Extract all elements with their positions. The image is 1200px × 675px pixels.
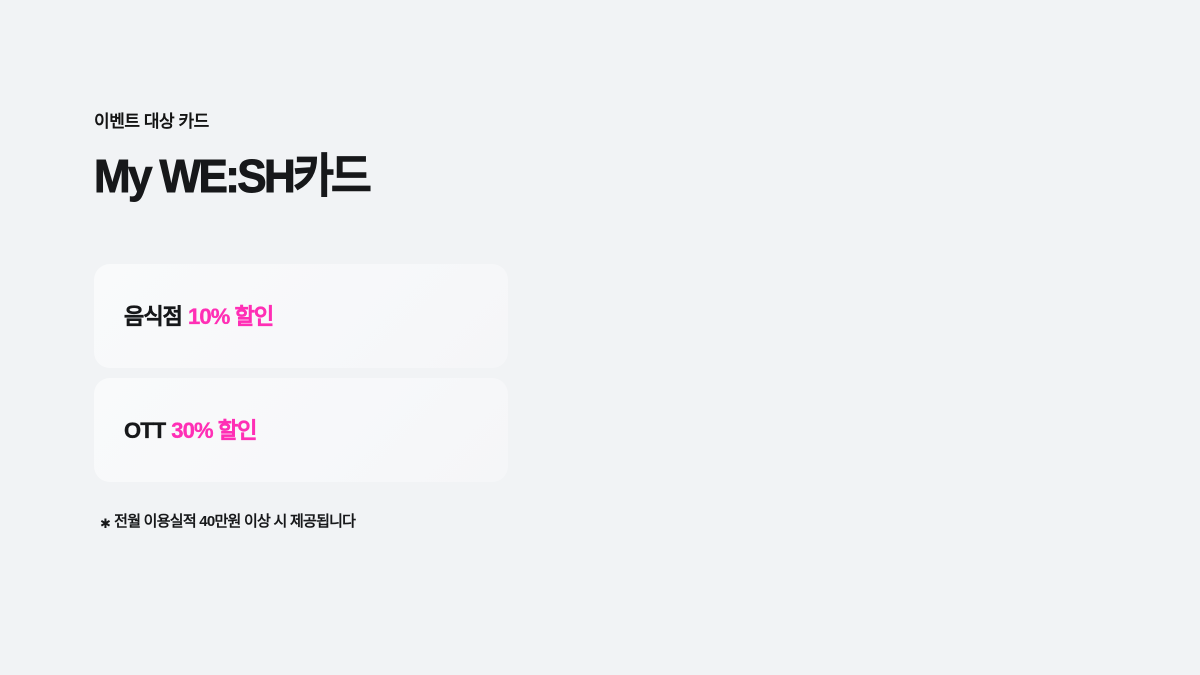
asterisk-icon: ✱ [100,516,111,532]
eyebrow-label: 이벤트 대상 카드 [94,112,209,131]
benefit-accent: 10% 할인 [188,303,274,329]
footnote: ✱ 전월 이용실적 40만원 이상 시 제공됩니다 [100,513,614,532]
benefit-label: 음식점 [124,303,183,329]
page-title: My WE:SH카드 [94,151,372,204]
benefit-accent: 30% 할인 [171,417,257,443]
benefit-label: OTT [124,417,167,443]
footnote-text: 전월 이용실적 40만원 이상 시 제공됩니다 [114,513,356,531]
